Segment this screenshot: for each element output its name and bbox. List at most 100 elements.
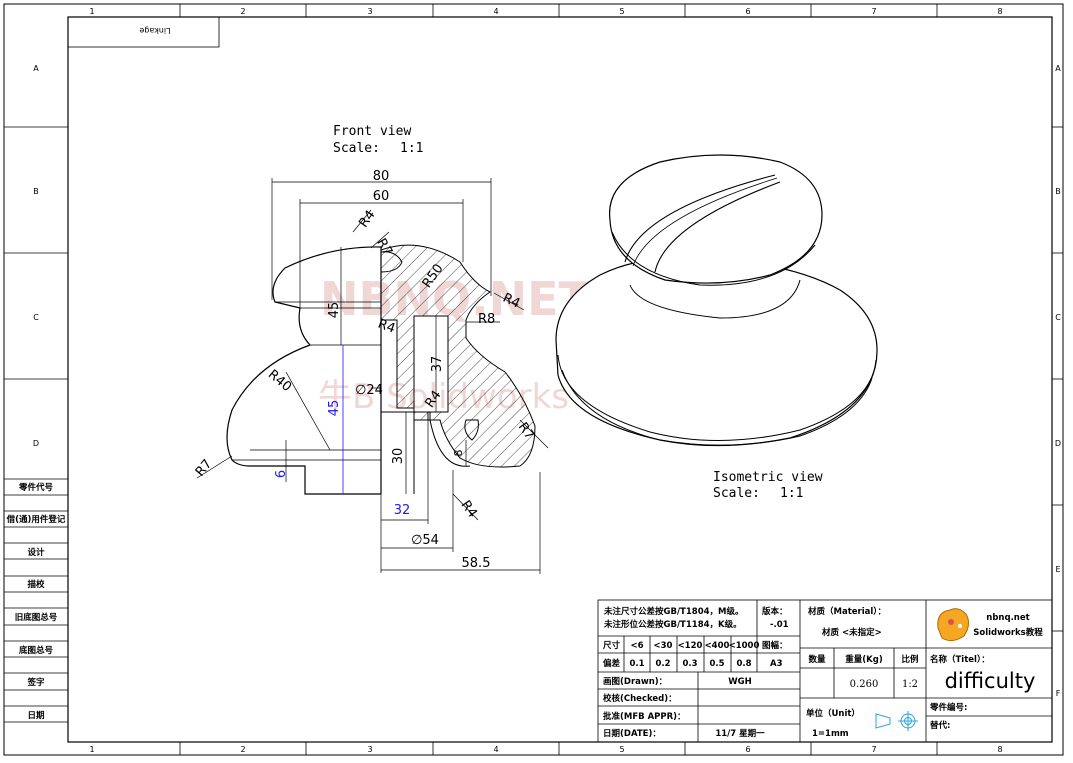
tb-size-h2: <30 bbox=[654, 641, 673, 651]
tb-part-no-label: 零件编号: bbox=[929, 702, 967, 713]
iso-neck bbox=[629, 279, 801, 319]
iso-base-ring-2 bbox=[561, 369, 873, 446]
col-bottom-6: 6 bbox=[745, 745, 750, 754]
tb-dev-2: 0.2 bbox=[655, 659, 670, 669]
tb-name: difficulty bbox=[945, 669, 1036, 693]
dim-dia54: ∅54 bbox=[411, 533, 439, 548]
bore-lines bbox=[381, 319, 471, 494]
part-name-text: Linkage bbox=[139, 26, 170, 35]
reg-date: 日期 bbox=[27, 710, 45, 721]
tb-site: nbnq.net bbox=[986, 613, 1029, 623]
col-bottom-2: 2 bbox=[240, 745, 245, 754]
isometric-view bbox=[555, 154, 878, 447]
tb-replace-label: 替代: bbox=[930, 720, 950, 731]
front-view-title: Front view bbox=[333, 124, 411, 139]
front-view-dimensions bbox=[196, 178, 549, 574]
dim-60: 60 bbox=[373, 189, 390, 204]
projection-symbol-icon bbox=[875, 711, 918, 731]
row-left-b: B bbox=[33, 187, 39, 196]
dim-58-5: 58.5 bbox=[462, 556, 491, 571]
row-left-a: A bbox=[33, 64, 39, 73]
col-top-5: 5 bbox=[619, 7, 624, 16]
reg-part-code: 零件代号 bbox=[18, 482, 54, 493]
tb-name-label: 名称（Titel）： bbox=[930, 654, 990, 665]
tb-weight: 0.260 bbox=[850, 679, 879, 690]
col-top-3: 3 bbox=[367, 7, 372, 16]
dim-r7-top: R7 bbox=[373, 236, 395, 258]
top-groove bbox=[380, 251, 403, 273]
iso-cap-edge bbox=[611, 231, 816, 286]
iso-slot-2 bbox=[654, 181, 781, 273]
tb-size-label: 尺寸 bbox=[602, 640, 621, 651]
inner-border bbox=[67, 16, 1053, 743]
dim-8: 8 bbox=[452, 450, 465, 457]
top-zone-dividers bbox=[4, 4, 1063, 755]
tb-approved-label: 批准(MFB APPR)： bbox=[603, 711, 686, 722]
row-right-c: C bbox=[1055, 313, 1061, 322]
col-top-4: 4 bbox=[493, 7, 498, 16]
row-right-e: E bbox=[1055, 565, 1060, 574]
iso-cap bbox=[609, 154, 823, 284]
dim-r7-left: R7 bbox=[193, 457, 216, 480]
row-left-c: C bbox=[33, 313, 39, 322]
tb-size-h3: <120 bbox=[678, 641, 703, 651]
hatched-region bbox=[380, 244, 536, 468]
tb-site-sub: Solidworks教程 bbox=[973, 627, 1043, 638]
col-bottom-3: 3 bbox=[367, 745, 372, 754]
tb-size-h1: <6 bbox=[630, 641, 643, 651]
logo-icon bbox=[937, 608, 970, 642]
col-top-8: 8 bbox=[997, 7, 1002, 16]
col-bottom-4: 4 bbox=[493, 745, 498, 754]
tb-dev-5: 0.8 bbox=[736, 659, 751, 669]
dim-dia24: ∅24 bbox=[355, 383, 383, 398]
reg-design: 设计 bbox=[27, 547, 45, 558]
dim-45-top: 45 bbox=[327, 302, 342, 319]
dim-r4-bottom: R4 bbox=[458, 498, 480, 521]
outer-border bbox=[3, 3, 1064, 756]
front-view-scale: 1:1 bbox=[400, 141, 423, 156]
row-right-a: A bbox=[1055, 64, 1061, 73]
dim-r4-top: R4 bbox=[356, 208, 378, 231]
part-name-box bbox=[67, 16, 220, 48]
reg-trace: 描校 bbox=[27, 579, 45, 590]
row-left-d: D bbox=[33, 439, 39, 448]
reg-sign: 签字 bbox=[26, 677, 45, 688]
tb-ratio-label: 比例 bbox=[901, 654, 919, 665]
tb-dev-4: 0.5 bbox=[709, 659, 724, 669]
col-top-1: 1 bbox=[89, 7, 94, 16]
col-bottom-5: 5 bbox=[619, 745, 624, 754]
tb-weight-label: 重量(Kg) bbox=[845, 654, 883, 665]
tb-note1: 未注尺寸公差按GB/T1804，M级。 bbox=[603, 606, 743, 617]
right-groove bbox=[464, 419, 479, 441]
reg-old-base: 旧底图总号 bbox=[15, 612, 58, 623]
row-right-b: B bbox=[1055, 187, 1061, 196]
tb-unit-label: 单位（Unit） bbox=[806, 708, 860, 719]
tb-drawn-by: WGH bbox=[728, 677, 751, 687]
iso-view-scale: 1:1 bbox=[780, 486, 803, 501]
tb-date-label: 日期(DATE)： bbox=[603, 728, 661, 739]
tb-note2: 未注形位公差按GB/T1184，K级。 bbox=[603, 619, 742, 630]
col-top-2: 2 bbox=[240, 7, 245, 16]
dim-r8: R8 bbox=[478, 312, 495, 327]
dim-45-blue: 45 bbox=[327, 400, 342, 417]
iso-view-title: Isometric view bbox=[713, 470, 823, 485]
col-bottom-1: 1 bbox=[89, 745, 94, 754]
title-block-lines bbox=[597, 599, 1053, 743]
tb-sheet: A3 bbox=[770, 659, 783, 669]
col-bottom-7: 7 bbox=[871, 745, 876, 754]
iso-slot-3 bbox=[632, 177, 778, 267]
tb-ratio: 1:2 bbox=[902, 679, 918, 690]
left-outline bbox=[226, 246, 382, 495]
left-registration-block bbox=[4, 478, 68, 723]
tb-size-h4: <400 bbox=[705, 641, 730, 651]
col-top-7: 7 bbox=[871, 7, 876, 16]
iso-base-ring bbox=[557, 354, 877, 442]
tb-date: 11/7 星期一 bbox=[715, 728, 765, 739]
reg-borrowed: 借(通)用件登记 bbox=[6, 514, 66, 525]
tb-size-h5: <1000 bbox=[729, 641, 760, 651]
col-bottom-8: 8 bbox=[997, 745, 1002, 754]
front-view-scale-label: Scale: bbox=[333, 141, 380, 156]
col-top-6: 6 bbox=[745, 7, 750, 16]
dim-37: 37 bbox=[430, 356, 445, 373]
